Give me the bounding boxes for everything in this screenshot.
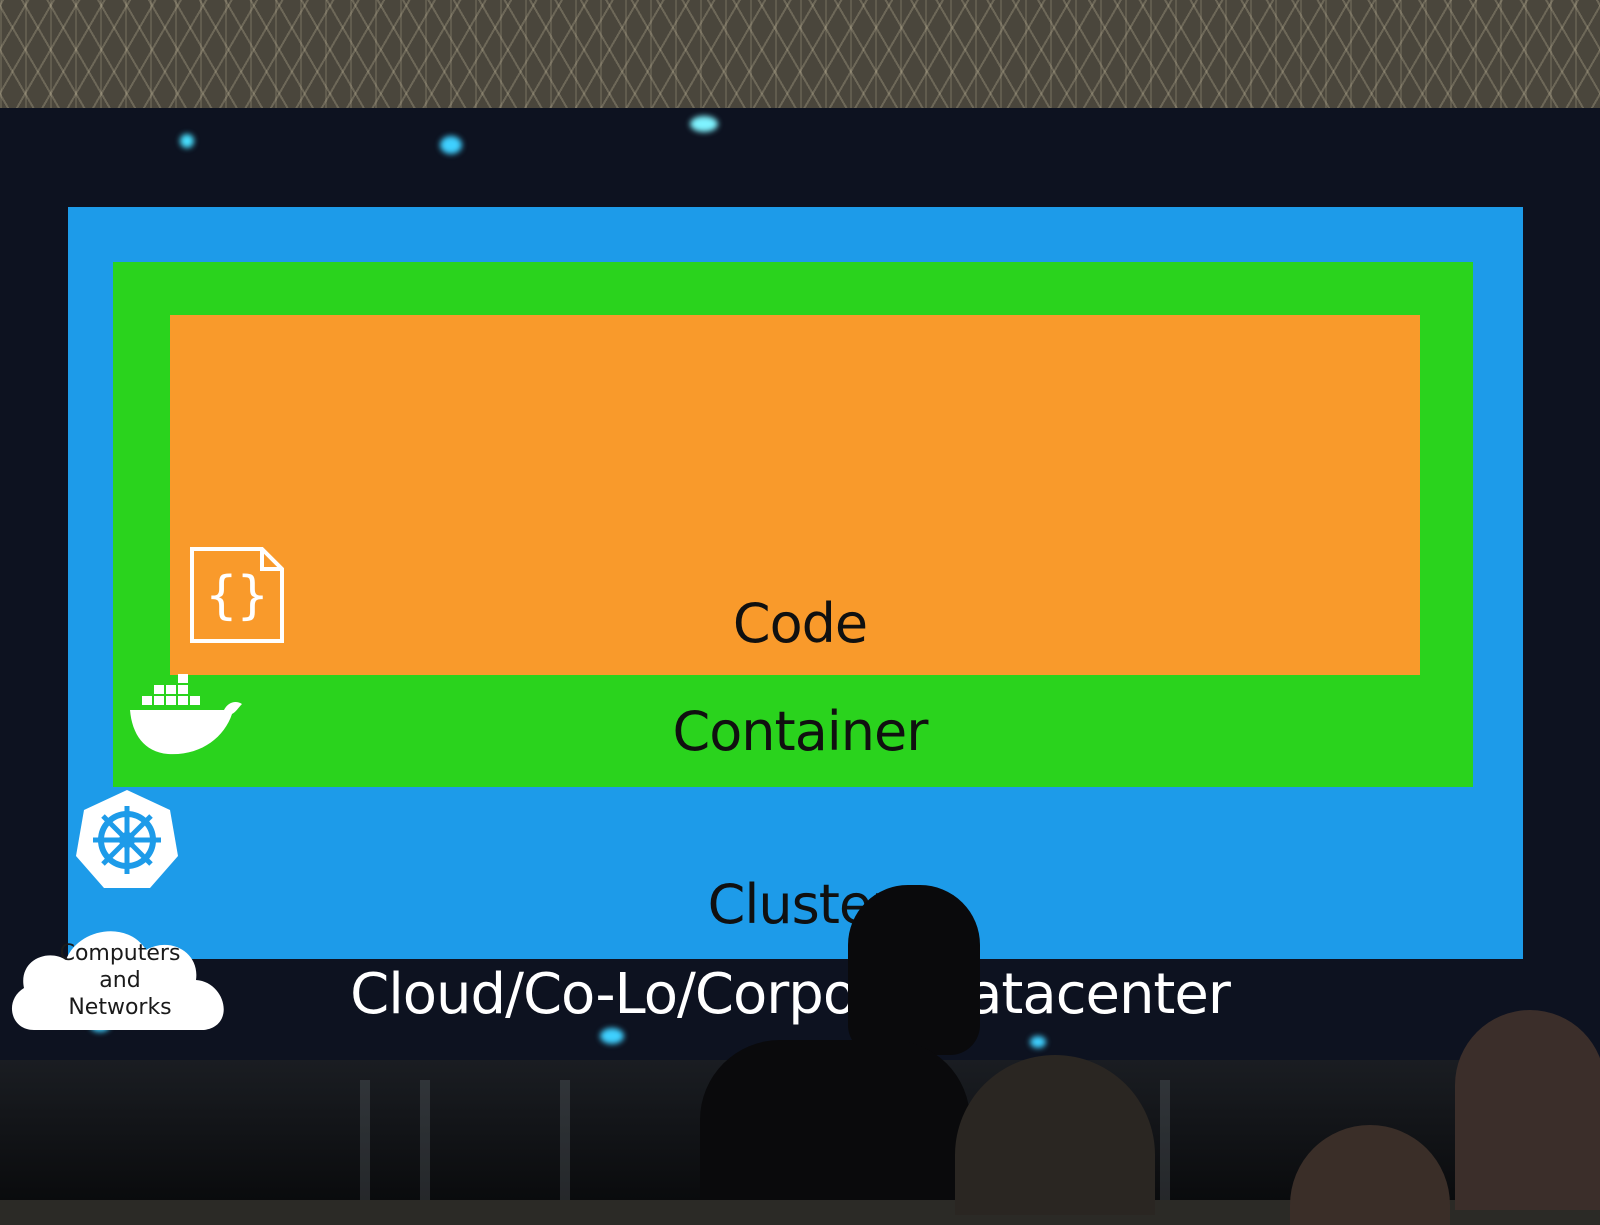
speaker-silhouette-body	[700, 1040, 970, 1200]
datacenter-label: Cloud/Co-Lo/Corpor atacenter	[340, 962, 1240, 1027]
cloud-label-line: and	[99, 968, 141, 993]
cloud-label-line: Computers	[59, 941, 181, 966]
code-file-icon: {}	[190, 547, 284, 643]
svg-text:{}: {}	[206, 566, 269, 626]
sparkle	[180, 134, 194, 148]
sparkle	[690, 116, 718, 132]
audience-head	[955, 1055, 1155, 1215]
sparkle	[440, 136, 462, 154]
code-label: Code	[732, 592, 868, 655]
container-label: Container	[672, 700, 929, 763]
datacenter-label-tail: atacenter	[968, 962, 1231, 1027]
cloud-label-line: Networks	[68, 995, 172, 1020]
datacenter-label-head: Cloud/Co-Lo/Corpor	[350, 962, 879, 1027]
code-layer	[170, 315, 1420, 675]
speaker-silhouette	[848, 885, 980, 1055]
docker-whale-icon	[130, 674, 242, 755]
cloud-icon	[11, 931, 224, 1030]
cloud-label: Computers and Networks	[30, 940, 210, 1021]
floor-reflection	[1160, 1080, 1170, 1200]
floor-reflection	[560, 1080, 570, 1200]
sparkle	[600, 1028, 624, 1044]
audience-head	[1455, 1010, 1600, 1210]
floor-reflection	[420, 1080, 430, 1200]
sparkle	[1030, 1036, 1046, 1048]
kubernetes-helm-icon	[76, 790, 178, 888]
floor-reflection	[360, 1080, 370, 1200]
